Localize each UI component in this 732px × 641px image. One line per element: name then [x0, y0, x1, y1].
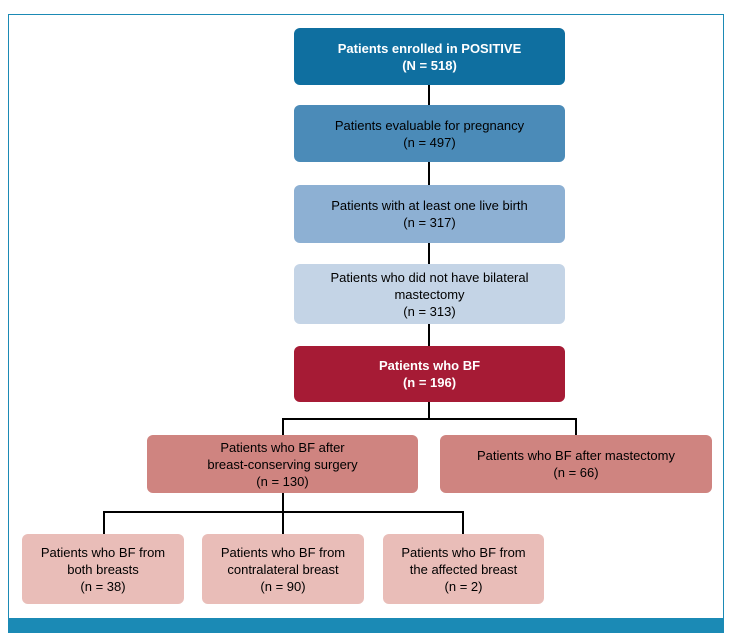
node-bf-contralateral-line3: (n = 90) [260, 578, 306, 594]
node-bf-affected-line3: (n = 2) [444, 578, 483, 594]
node-bf-line2: (n = 196) [402, 375, 457, 390]
node-bf-bcs-line3: (n = 130) [256, 473, 309, 489]
node-bf-contralateral-line1: Patients who BF from [220, 544, 346, 560]
node-no-bilateral-line1: Patients who did not have bilateral [330, 269, 529, 285]
node-bf-bcs: Patients who BF after breast-conserving … [147, 435, 418, 493]
node-evaluable-line2: (n = 497) [403, 134, 456, 150]
node-live-birth: Patients with at least one live birth (n… [294, 185, 565, 243]
node-bf-both: Patients who BF from both breasts (n = 3… [22, 534, 184, 604]
node-no-bilateral: Patients who did not have bilateral mast… [294, 264, 565, 324]
node-bf-both-line1: Patients who BF from [40, 544, 166, 560]
node-bf-affected-line1: Patients who BF from [401, 544, 526, 560]
node-bf-affected: Patients who BF from the affected breast… [383, 534, 544, 604]
node-no-bilateral-line3: (n = 313) [403, 303, 456, 319]
node-bf-mastectomy-line2: (n = 66) [553, 465, 599, 480]
node-bf-mastectomy: Patients who BF after mastectomy (n = 66… [440, 435, 712, 493]
node-bf-bcs-line1: Patients who BF after [220, 439, 345, 455]
node-enrolled-line1: Patients enrolled in POSITIVE [337, 40, 522, 56]
bottom-bar [8, 618, 724, 633]
node-live-birth-line1: Patients with at least one live birth [331, 198, 528, 213]
node-evaluable: Patients evaluable for pregnancy (n = 49… [294, 105, 565, 162]
node-live-birth-line2: (n = 317) [403, 215, 456, 230]
node-bf-line1: Patients who BF [378, 358, 481, 373]
node-enrolled-line2: (N = 518) [402, 57, 457, 73]
node-bf-contralateral: Patients who BF from contralateral breas… [202, 534, 364, 604]
node-bf-bcs-line2: breast-conserving surgery [207, 456, 358, 472]
node-bf-mastectomy-line1: Patients who BF after mastectomy [477, 448, 675, 463]
node-bf-both-line3: (n = 38) [80, 578, 126, 594]
node-bf-affected-line2: the affected breast [409, 561, 518, 577]
node-bf-contralateral-line2: contralateral breast [227, 561, 339, 577]
node-no-bilateral-line2: mastectomy [394, 286, 465, 302]
node-evaluable-line1: Patients evaluable for pregnancy [334, 117, 525, 133]
node-bf-both-line2: both breasts [67, 561, 139, 577]
node-enrolled: Patients enrolled in POSITIVE (N = 518) [294, 28, 565, 85]
node-bf: Patients who BF (n = 196) [294, 346, 565, 402]
